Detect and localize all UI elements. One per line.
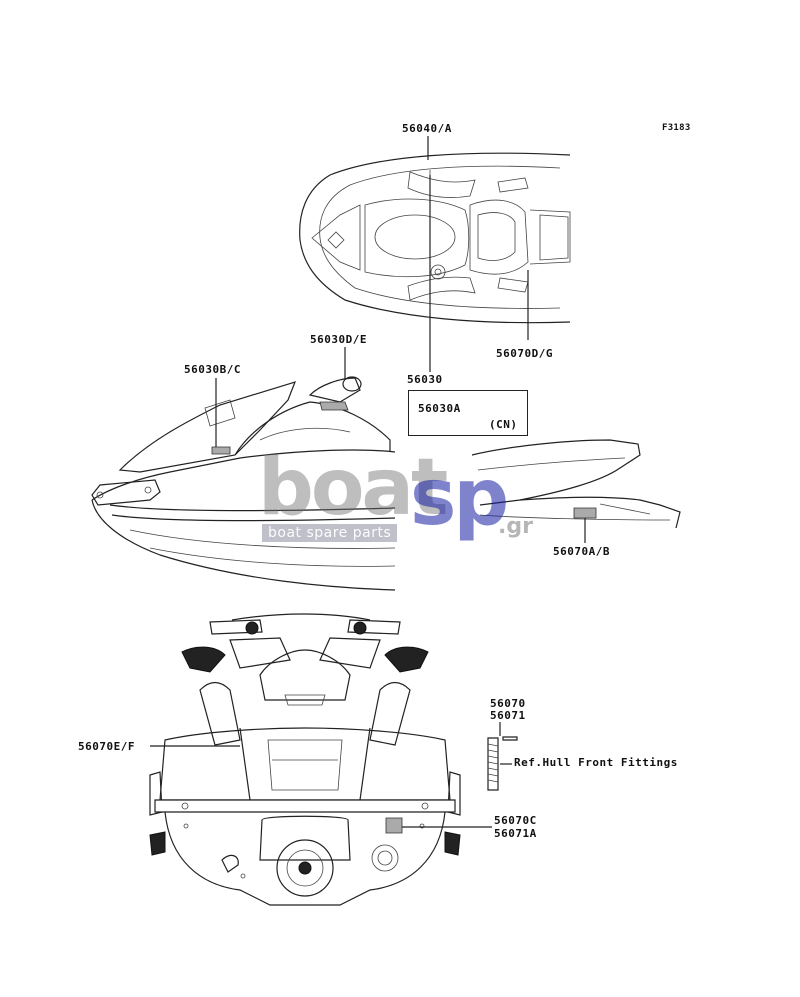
label-56030: 56030 <box>407 373 443 386</box>
hull-fitting-sticker <box>487 736 518 791</box>
rear-view-watercraft <box>149 613 461 906</box>
top-view-watercraft <box>299 152 571 324</box>
watermark-gr: .gr <box>498 514 533 539</box>
label-56070: 56070 <box>490 697 526 710</box>
label-ref-hull-front-fittings: Ref.Hull Front Fittings <box>514 756 678 769</box>
label-56071a: 56071A <box>494 827 537 840</box>
label-56070c: 56070C <box>494 814 537 827</box>
side-view-watercraft <box>91 376 396 591</box>
watermark-boat: boat <box>258 443 448 533</box>
label-cn: (CN) <box>489 418 518 431</box>
label-56070e-f: 56070E/F <box>78 740 135 753</box>
label-56040-a: 56040/A <box>402 122 452 135</box>
label-56070d-g: 56070D/G <box>496 347 553 360</box>
label-56030b-c: 56030B/C <box>184 363 241 376</box>
label-56070a-b: 56070A/B <box>553 545 610 558</box>
label-56030a: 56030A <box>418 402 461 415</box>
watermark-sp: sp <box>410 453 509 543</box>
label-56071: 56071 <box>490 709 526 722</box>
figure-id: F3183 <box>662 123 691 133</box>
label-56030d-e: 56030D/E <box>310 333 367 346</box>
watermark-tagline: boat spare parts <box>262 524 398 542</box>
detail-box: 56030A (CN) <box>408 390 528 436</box>
rear-side-view <box>471 439 681 529</box>
